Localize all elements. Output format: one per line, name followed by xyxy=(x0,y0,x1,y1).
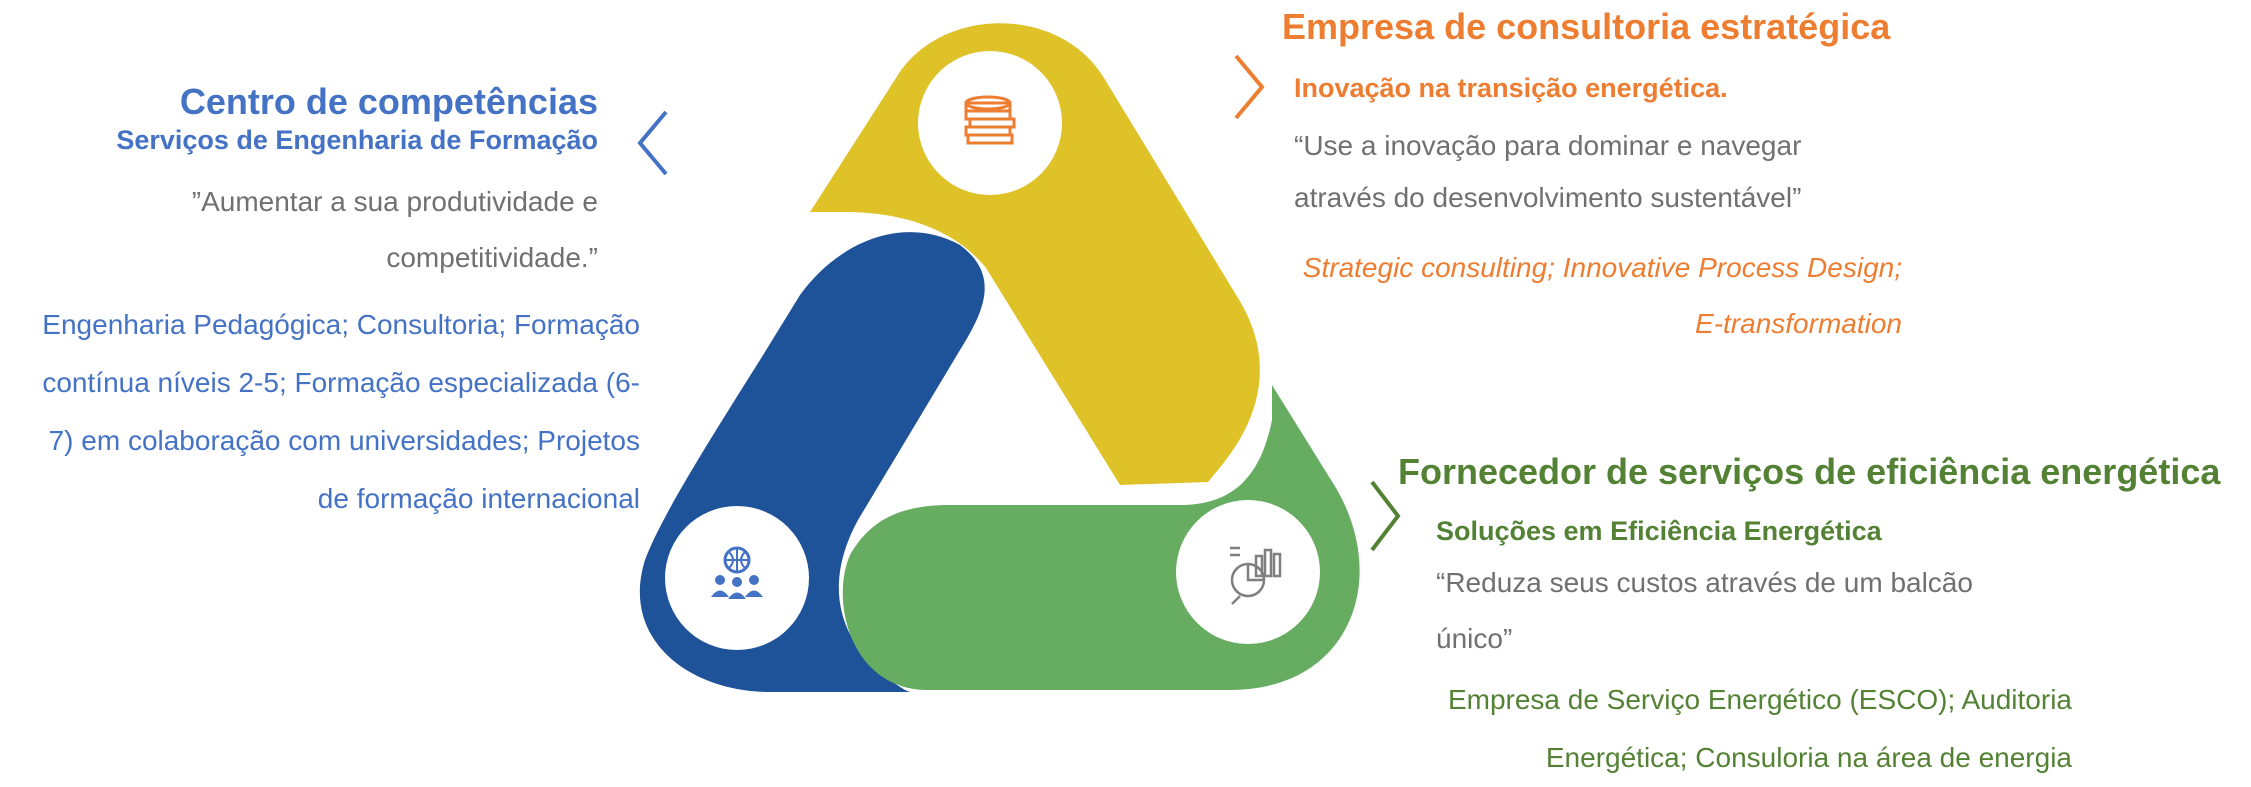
left-services: Engenharia Pedagógica; Consultoria; Form… xyxy=(0,296,640,528)
top-right-services-line: E-transformation xyxy=(1695,308,1902,339)
bottom-right-services-line: Empresa de Serviço Energético (ESCO); Au… xyxy=(1447,684,2072,715)
left-services-line: de formação internacional xyxy=(317,483,640,514)
bottom-right-services-line: Energética; Consuloria na área de energi… xyxy=(1545,742,2072,773)
bottom-right-subtitle: Soluções em Eficiência Energética xyxy=(1436,516,1882,546)
left-quote: ”Aumentar a sua produtividade e competit… xyxy=(0,174,598,286)
top-right-title: Empresa de consultoria estratégica xyxy=(1282,6,1891,47)
top-icon-circle xyxy=(918,51,1062,195)
left-quote-line: ”Aumentar a sua produtividade e xyxy=(191,186,598,217)
bottom-right-quote-line: “Reduza seus custos através de um balcão xyxy=(1436,567,1973,598)
bottom-right-quote-line: único” xyxy=(1436,623,1513,654)
left-subtitle: Serviços de Engenharia de Formação xyxy=(116,125,598,155)
top-right-quote-line: através do desenvolvimento sustentável” xyxy=(1294,182,1802,213)
top-right-subtitle: Inovação na transição energética. xyxy=(1294,73,1728,103)
bottom-right-quote: “Reduza seus custos através de um balcão… xyxy=(1436,555,2016,667)
top-right-chevron-icon xyxy=(1234,54,1265,120)
left-services-line: Engenharia Pedagógica; Consultoria; Form… xyxy=(42,309,640,340)
left-services-line: 7) em colaboração com universidades; Pro… xyxy=(48,425,640,456)
bottom-right-text-block: Fornecedor de serviços de eficiência ene… xyxy=(1398,447,2251,787)
top-right-quote: “Use a inovação para dominar e navegar a… xyxy=(1294,120,1874,224)
top-right-services-line: Strategic consulting; Innovative Process… xyxy=(1302,252,1902,283)
left-services-line: contínua níveis 2-5; Formação especializ… xyxy=(42,367,640,398)
bottom-right-services: Empresa de Serviço Energético (ESCO); Au… xyxy=(1432,671,2072,787)
coins-stack-icon xyxy=(964,95,1016,145)
left-chevron-icon xyxy=(637,110,668,176)
top-right-quote-line: “Use a inovação para dominar e navegar xyxy=(1294,130,1802,161)
bottom-right-chevron-icon xyxy=(1370,480,1401,552)
left-text-block: Centro de competências Serviços de Engen… xyxy=(0,80,640,528)
bottom-right-title: Fornecedor de serviços de eficiência ene… xyxy=(1398,451,2221,492)
top-right-text-block: Empresa de consultoria estratégica Inova… xyxy=(1282,0,1982,352)
left-title: Centro de competências xyxy=(179,81,598,122)
cycle-diagram xyxy=(637,23,1401,692)
chart-analytics-icon xyxy=(1230,546,1282,605)
top-right-services: Strategic consulting; Innovative Process… xyxy=(1282,240,1902,352)
left-quote-line: competitividade.” xyxy=(386,242,598,273)
people-globe-icon xyxy=(711,546,763,599)
